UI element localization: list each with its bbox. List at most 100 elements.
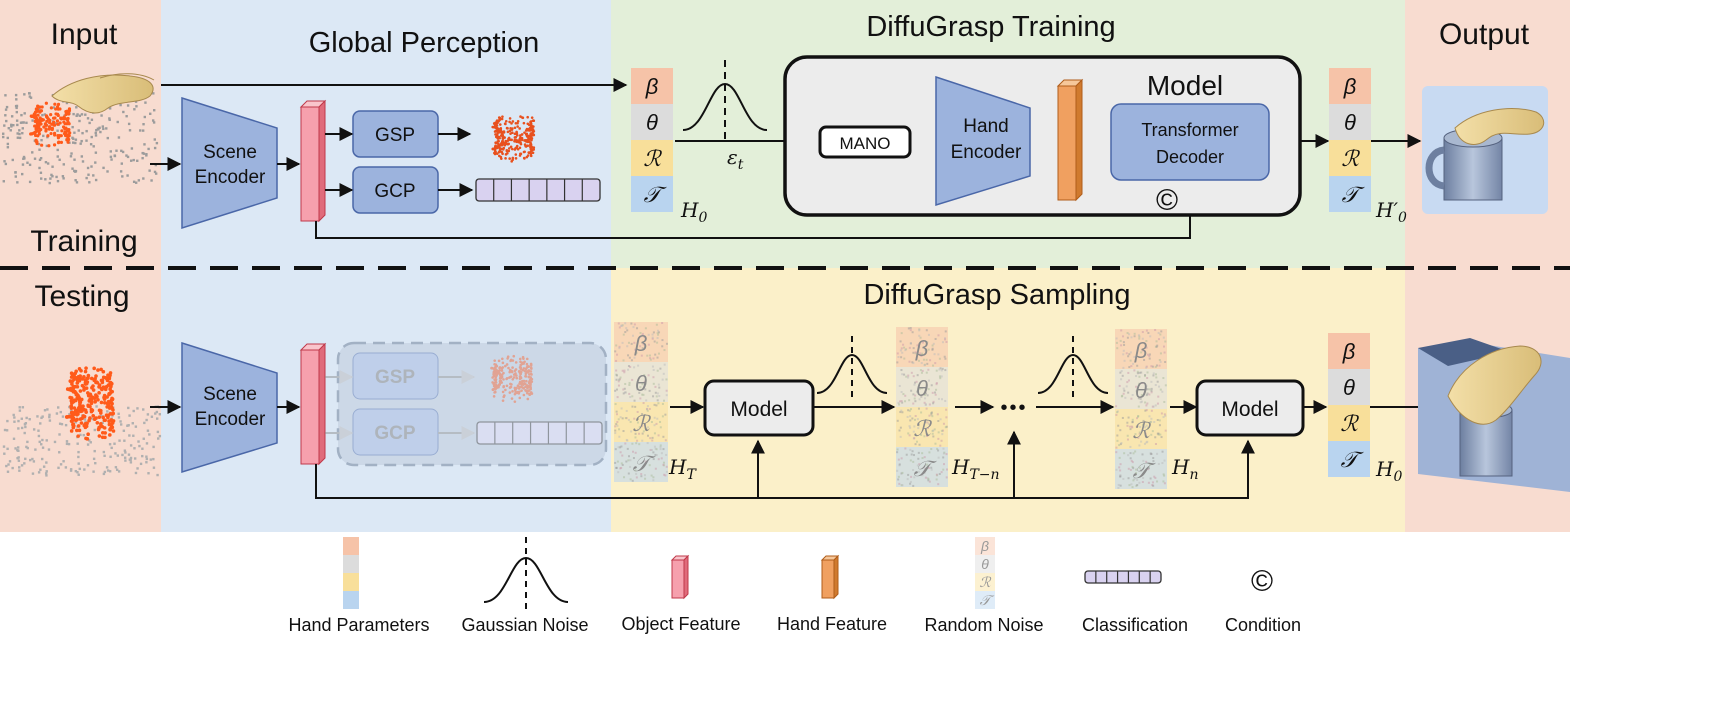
noise-dot xyxy=(1116,342,1118,344)
noise-dot xyxy=(899,385,901,387)
noise-dot xyxy=(629,366,631,368)
noise-dot xyxy=(932,365,934,367)
noise-dot xyxy=(946,476,948,478)
noise-dot xyxy=(1157,433,1159,435)
noise-dot xyxy=(1123,350,1125,352)
cup-point xyxy=(40,144,43,147)
noise-dot xyxy=(931,415,933,417)
scene-point xyxy=(29,459,31,461)
noise-dot xyxy=(1162,480,1164,482)
scene-point xyxy=(17,420,19,422)
cup-point xyxy=(494,376,497,379)
param-label-theta: θ xyxy=(1343,375,1355,400)
noise-dot xyxy=(657,357,659,359)
scene-point xyxy=(94,450,96,452)
noise-dot xyxy=(1126,352,1128,354)
cup-point xyxy=(528,141,531,144)
cup-point xyxy=(107,400,111,404)
noise-dot xyxy=(910,459,912,461)
noise-dot xyxy=(631,359,633,361)
scene-point xyxy=(56,130,58,132)
noise-dot xyxy=(623,476,625,478)
scene-point xyxy=(156,417,158,419)
scene-point xyxy=(138,445,140,447)
noise-dot xyxy=(1128,477,1130,479)
noise-dot xyxy=(1130,336,1132,338)
noise-dot xyxy=(1152,457,1154,459)
cup-point xyxy=(494,133,497,136)
cup-point xyxy=(498,367,501,370)
noise-dot xyxy=(1158,463,1160,465)
scene-point xyxy=(16,119,18,121)
scene-point xyxy=(2,133,4,135)
scene-point xyxy=(18,466,20,468)
model-container-title: Model xyxy=(1147,70,1223,101)
scene-point xyxy=(7,146,9,148)
noise-dot xyxy=(1121,395,1123,397)
noise-dot xyxy=(629,357,631,359)
noise-dot xyxy=(904,395,906,397)
noise-dot xyxy=(1123,388,1125,390)
noise-dot xyxy=(661,457,663,459)
scene-point xyxy=(14,171,16,173)
noise-dot xyxy=(626,345,628,347)
scene-point xyxy=(156,142,158,144)
cup-point xyxy=(519,146,522,149)
scene-point xyxy=(128,414,130,416)
noise-dot xyxy=(932,429,934,431)
noise-dot xyxy=(617,461,619,463)
noise-dot xyxy=(1156,346,1158,348)
scene-point xyxy=(87,167,89,169)
scene-point xyxy=(58,433,60,435)
noise-dot xyxy=(921,362,923,364)
noise-dot xyxy=(900,436,902,438)
noise-dot xyxy=(616,389,618,391)
legend-random-noise-icon: βθℛ𝒯 xyxy=(975,537,995,609)
noise-dot xyxy=(934,443,936,445)
noise-dot xyxy=(662,436,664,438)
scene-point xyxy=(152,119,154,121)
scene-point xyxy=(38,167,40,169)
cup-point xyxy=(526,358,529,361)
noise-dot xyxy=(656,324,658,326)
cup-point xyxy=(514,387,517,390)
gcp-faded-label: GCP xyxy=(374,423,416,444)
cup-point xyxy=(68,131,71,134)
cup-point xyxy=(531,116,534,119)
cup-point xyxy=(502,378,505,381)
noise-dot xyxy=(1159,365,1161,367)
noise-dot xyxy=(616,425,618,427)
noise-dot xyxy=(617,471,619,473)
cup-point xyxy=(110,390,114,394)
noise-dot xyxy=(1120,344,1122,346)
scene-point xyxy=(23,156,25,158)
noise-dot xyxy=(1130,457,1132,459)
scene-point xyxy=(21,418,23,420)
noise-dot xyxy=(1160,352,1162,354)
noise-dot xyxy=(1156,453,1158,455)
noise-dot xyxy=(1164,361,1166,363)
scene-point xyxy=(73,132,75,134)
noise-dot xyxy=(652,476,654,478)
scene-point xyxy=(43,465,45,467)
noise-dot xyxy=(637,365,639,367)
noise-dot xyxy=(1155,443,1157,445)
scene-point xyxy=(141,157,143,159)
noise-dot xyxy=(657,392,659,394)
noise-dot xyxy=(1128,484,1130,486)
noise-dot xyxy=(1138,334,1140,336)
scene-point xyxy=(12,414,14,416)
noise-dot xyxy=(1115,414,1117,416)
noise-dot xyxy=(1119,474,1121,476)
noise-dot xyxy=(655,468,657,470)
noise-dot xyxy=(653,331,655,333)
noise-dot xyxy=(1116,440,1118,442)
noise-dot xyxy=(930,448,932,450)
scene-point xyxy=(68,443,70,445)
scene-point xyxy=(147,429,149,431)
cup-point xyxy=(57,141,60,144)
noise-dot xyxy=(1152,460,1154,462)
scene-point xyxy=(60,411,62,413)
cup-point xyxy=(523,157,526,160)
